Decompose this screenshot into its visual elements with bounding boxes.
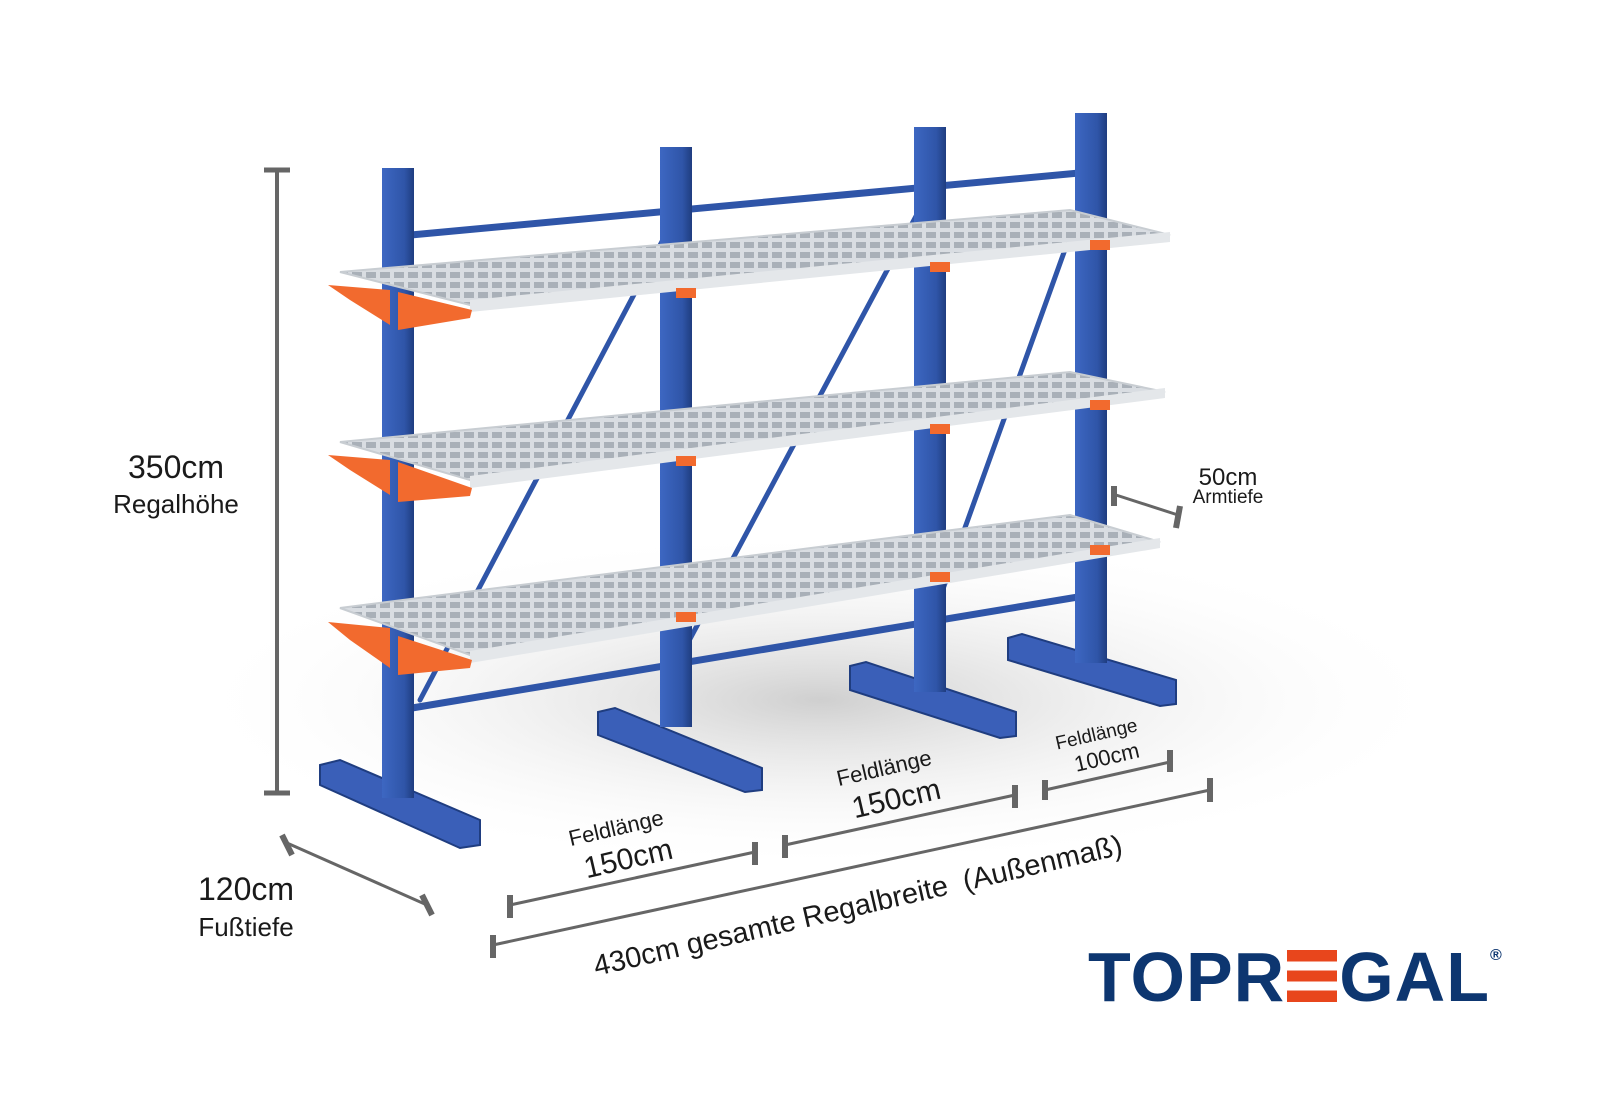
cantilever-arms [328,240,1110,675]
shelves [339,208,1171,663]
foot-depth-label: Fußtiefe [198,912,293,942]
arm-depth-label: Armtiefe [1193,487,1264,508]
logo-text-end: GAL [1339,938,1490,1016]
dimension-lines [264,167,1213,958]
registered-mark: ® [1489,947,1503,964]
arm-depth-value: 50cm [1199,464,1258,491]
feet [319,632,1177,850]
foot-depth-value: 120cm [198,871,294,907]
logo-e-bars [1287,950,1338,1002]
height-value: 350cm [128,449,224,485]
height-label: Regalhöhe [113,489,239,519]
logo-text-start: TOPR [1088,938,1286,1016]
